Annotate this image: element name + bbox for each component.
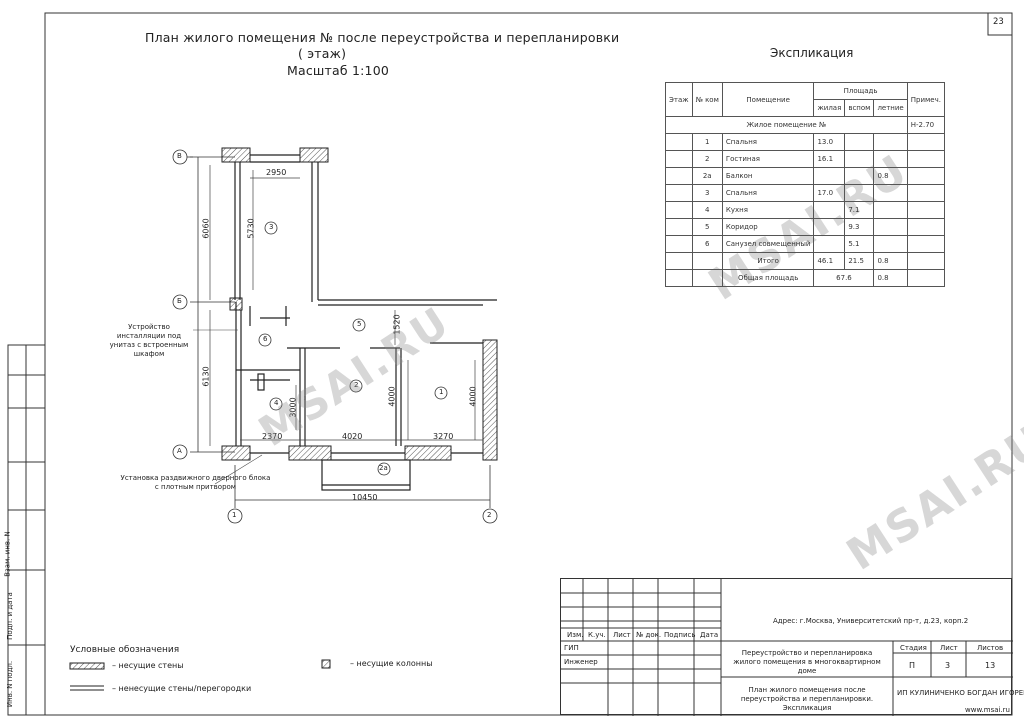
stamp-site: www.msai.ru bbox=[965, 706, 1010, 714]
side-stamp bbox=[7, 344, 46, 716]
stamp-col-sheet: Лист bbox=[613, 631, 631, 639]
legend-bearing-walls: – несущие стены bbox=[112, 661, 184, 670]
stamp-address: Адрес: г.Москва, Университетский пр-т, д… bbox=[773, 617, 969, 625]
col-summer: летние bbox=[873, 99, 908, 117]
room-number-4: 4 bbox=[274, 399, 279, 407]
col-area: Площадь bbox=[813, 82, 908, 100]
axis-label-v: В bbox=[177, 152, 182, 160]
room-number-2: 2 bbox=[354, 381, 359, 389]
stamp-company: ИП КУЛИНИЧЕНКО БОГДАН ИГОРЕВИЧ bbox=[897, 689, 1024, 697]
stamp-project: Переустройство и перепланировка жилого п… bbox=[733, 649, 881, 675]
stamp-engineer: Инженер bbox=[564, 658, 598, 666]
section-label: Жилое помещение № bbox=[665, 116, 908, 134]
legend-columns: – несущие колонны bbox=[350, 659, 433, 668]
col-living: жилая bbox=[813, 99, 846, 117]
section-note: Н-2.70 bbox=[906, 116, 945, 134]
dimension-lines bbox=[209, 165, 483, 446]
stamp-stage-value: П bbox=[909, 661, 916, 670]
dim-3270: 3270 bbox=[433, 432, 454, 441]
stamp-sheets-header: Листов bbox=[977, 644, 1004, 652]
dim-2370: 2370 bbox=[262, 432, 283, 441]
stamp-sheets-value: 13 bbox=[985, 661, 996, 670]
stamp-sheet-value: 3 bbox=[945, 661, 951, 670]
stamp-col-date: Дата bbox=[700, 631, 719, 639]
stamp-col-change: Изм. bbox=[567, 631, 584, 639]
dim-4020: 4020 bbox=[342, 432, 363, 441]
dim-5730: 5730 bbox=[246, 218, 256, 239]
note-sliding-door: Установка раздвижного дверного блока с п… bbox=[120, 474, 271, 491]
note-installation: Устройство инсталляции под унитаз с встр… bbox=[109, 323, 189, 358]
stamp-col-doc: № док. bbox=[636, 631, 662, 639]
room-number-1: 1 bbox=[439, 388, 444, 396]
partitions bbox=[234, 154, 497, 491]
room-number-2a: 2а bbox=[379, 464, 388, 472]
stamp-col-count: К.уч. bbox=[588, 631, 606, 639]
plan-title-line1: План жилого помещения № после переустрой… bbox=[145, 30, 620, 45]
stamp-stage-header: Стадия bbox=[900, 644, 927, 652]
dim-6060: 6060 bbox=[201, 218, 211, 239]
axis-label-1: 1 bbox=[232, 511, 237, 519]
explication-table: Этаж № ком Помещение Площадь Примеч. жил… bbox=[665, 82, 945, 287]
explication-title: Экспликация bbox=[770, 46, 854, 60]
title-block: Адрес: г.Москва, Университетский пр-т, д… bbox=[560, 578, 1024, 716]
axis-label-2: 2 bbox=[487, 511, 492, 519]
dim-2950: 2950 bbox=[266, 168, 287, 177]
legend-partitions: – ненесущие стены/перегородки bbox=[112, 684, 252, 693]
stamp-col-signature: Подпись bbox=[664, 631, 696, 639]
bearing-walls bbox=[221, 147, 498, 461]
side-stamp-inv-no: Инв. N подл. bbox=[6, 660, 15, 708]
dim-4000-left: 4000 bbox=[387, 386, 397, 407]
room-number-5: 5 bbox=[357, 320, 362, 328]
axis-label-a: А bbox=[177, 447, 182, 455]
col-aux: вспом bbox=[844, 99, 875, 117]
dim-6130: 6130 bbox=[201, 366, 211, 387]
col-floor: Этаж bbox=[665, 82, 693, 117]
col-room: Помещение bbox=[721, 82, 815, 117]
stamp-gip: ГИП bbox=[564, 644, 579, 652]
stamp-sheet-title: План жилого помещения после переустройст… bbox=[740, 686, 874, 712]
side-stamp-replace-inv: Взам. инв. N bbox=[3, 531, 12, 577]
legend-title: Условные обозначения bbox=[70, 645, 180, 655]
room-number-3: 3 bbox=[269, 223, 274, 231]
axis-label-b: Б bbox=[177, 297, 182, 305]
room-number-6: 6 bbox=[263, 335, 268, 343]
side-stamp-signature-date: Подп. и дата bbox=[5, 592, 14, 640]
room-markers bbox=[258, 221, 448, 476]
sheet-number: 23 bbox=[993, 17, 1004, 27]
dim-4000-right: 4000 bbox=[468, 386, 478, 407]
legend-symbols bbox=[69, 659, 331, 691]
plan-scale: Масштаб 1:100 bbox=[287, 63, 390, 78]
stamp-sheet-header: Лист bbox=[940, 644, 958, 652]
dim-10450: 10450 bbox=[352, 493, 378, 502]
col-note: Примеч. bbox=[906, 82, 945, 117]
col-room-no: № ком bbox=[691, 82, 723, 117]
plan-title-line2: ( этаж) bbox=[298, 46, 347, 61]
